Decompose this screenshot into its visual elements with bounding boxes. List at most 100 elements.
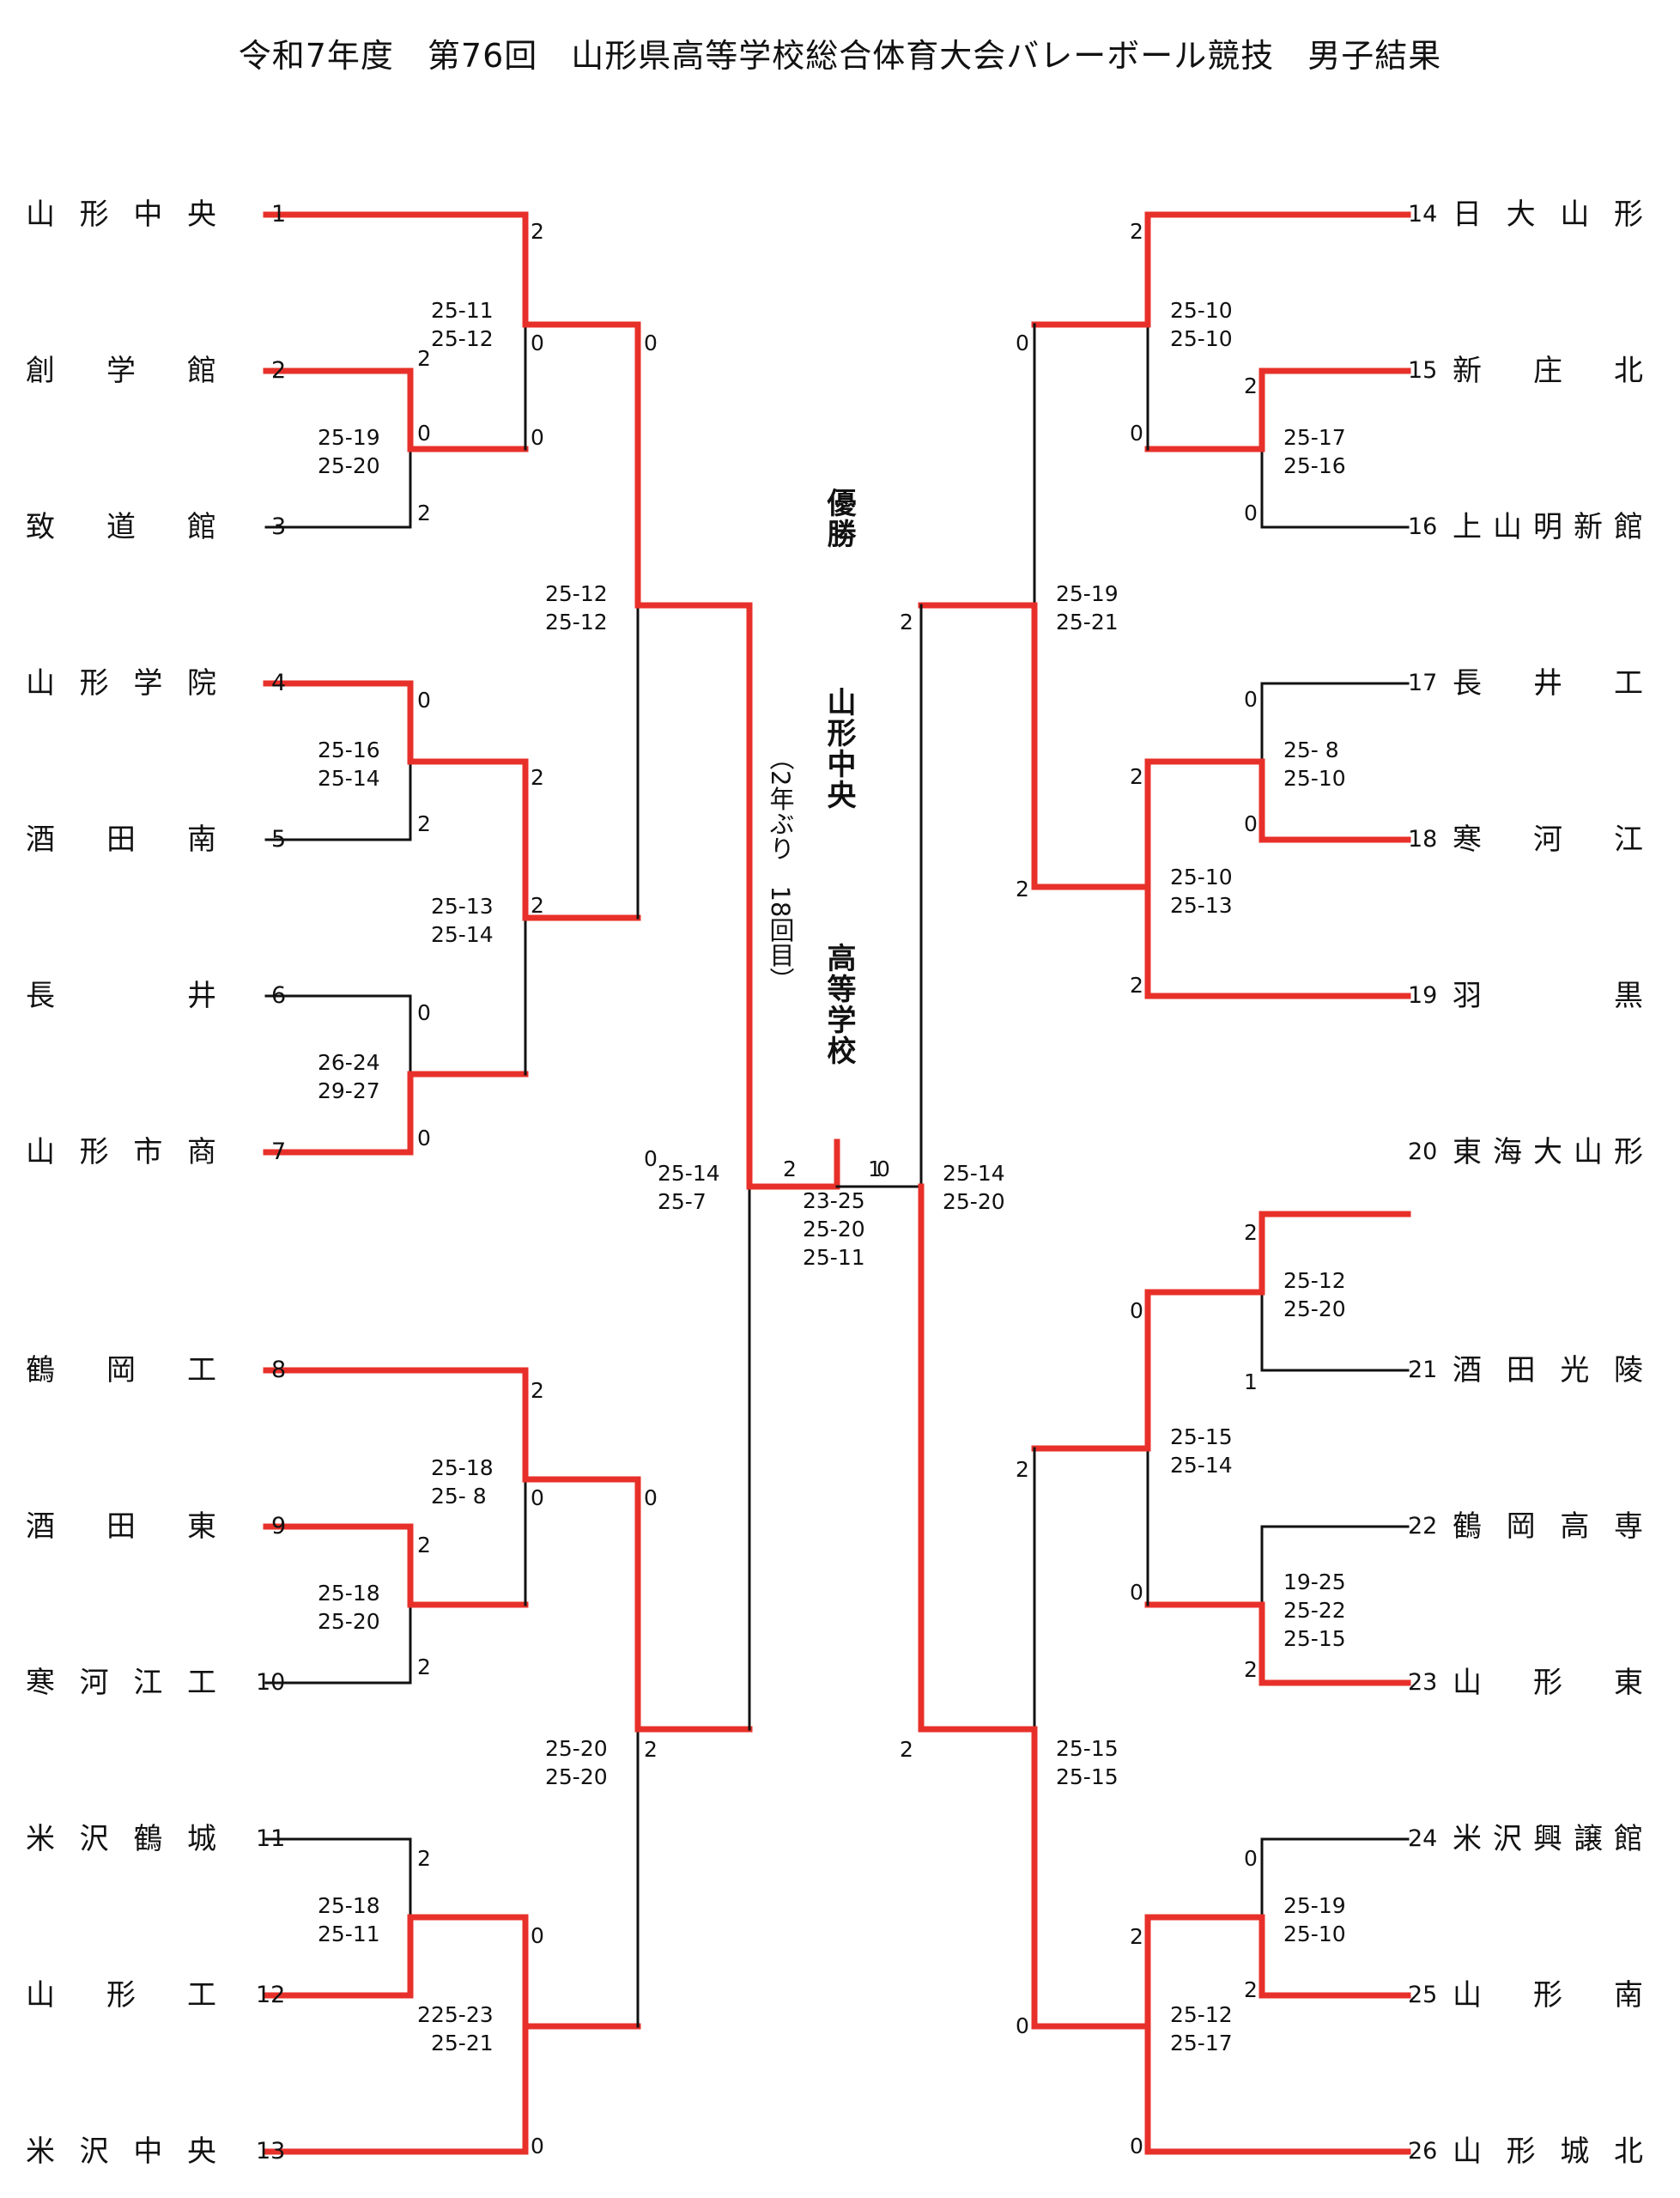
set-count: 2 xyxy=(531,893,544,918)
team-name: 酒田東 xyxy=(26,1509,216,1544)
team-name: 寒河江工 xyxy=(26,1666,216,1700)
team-number: 1 xyxy=(271,201,287,228)
set-count: 2 xyxy=(531,219,544,244)
champion-team: 山形中央 xyxy=(822,687,856,811)
set-count: 2 xyxy=(1130,219,1143,244)
team-name: 東海大山形 xyxy=(1453,1135,1643,1169)
game-score: 25-15 25-14 xyxy=(1170,1424,1233,1478)
team-name: 長井 xyxy=(26,979,216,1013)
set-count: 2 xyxy=(1244,1977,1258,2002)
set-count: 2 xyxy=(1130,973,1143,998)
team-number: 26 xyxy=(1408,2138,1438,2165)
team-name: 酒田光陵 xyxy=(1453,1353,1643,1387)
set-count: 2 xyxy=(1244,1657,1258,1682)
team-row: 山形中央 1 xyxy=(26,197,287,232)
team-name: 山形学院 xyxy=(26,666,216,701)
team-name: 寒河江 xyxy=(1453,823,1643,857)
set-count: 2 xyxy=(417,1846,431,1871)
set-count: 0 xyxy=(1130,421,1143,446)
set-count: 2 xyxy=(417,501,431,525)
set-count: 2 xyxy=(1244,373,1258,398)
team-name: 致道館 xyxy=(26,510,216,544)
team-row: 羽黒 19 xyxy=(1408,979,1665,1013)
game-score: 25-14 25-7 xyxy=(658,1161,720,1214)
team-name: 山形城北 xyxy=(1453,2134,1643,2169)
set-count: 1 xyxy=(1244,1369,1258,1394)
set-count: 0 xyxy=(644,1146,658,1171)
team-name: 山形東 xyxy=(1453,1666,1643,1700)
champion-note: （2年ぶり 18回目） xyxy=(766,745,795,993)
team-row: 上山明新館 16 xyxy=(1408,510,1665,544)
team-number: 22 xyxy=(1408,1513,1438,1539)
set-count: 2 xyxy=(644,1737,658,1762)
set-count: 2 xyxy=(417,1533,431,1557)
set-count: 0 xyxy=(1244,1846,1258,1871)
set-count: 0 xyxy=(644,1485,658,1510)
game-score: 25-11 25-12 xyxy=(431,298,494,351)
set-count: 0 xyxy=(1244,811,1258,836)
game-score: 25-14 25-20 xyxy=(943,1161,1005,1214)
set-count: 2 xyxy=(1130,1924,1143,1949)
team-name: 創学館 xyxy=(26,354,216,388)
team-name: 米沢鶴城 xyxy=(26,1822,216,1856)
set-count: 0 xyxy=(1130,1580,1143,1605)
game-score: 25-17 25-16 xyxy=(1283,425,1346,478)
set-count: 0 xyxy=(531,1923,544,1948)
game-score: 25-18 25- 8 xyxy=(431,1455,494,1509)
team-name: 山形市商 xyxy=(26,1135,216,1169)
team-number: 13 xyxy=(256,2138,286,2165)
set-count: 2 xyxy=(531,1378,544,1403)
set-count: 0 xyxy=(1016,331,1029,355)
game-score: 25-13 25-14 xyxy=(431,894,494,947)
set-count: 2 xyxy=(783,1157,797,1181)
game-score: 25-18 25-20 xyxy=(318,1581,380,1634)
team-number: 19 xyxy=(1408,982,1438,1009)
team-number: 14 xyxy=(1408,201,1438,228)
team-number: 3 xyxy=(271,513,287,540)
team-name: 上山明新館 xyxy=(1453,510,1643,544)
team-name: 長井工 xyxy=(1453,666,1643,701)
champion-school: 高等学校 xyxy=(822,943,856,1066)
set-count: 0 xyxy=(1016,2013,1029,2038)
set-count: 0 xyxy=(531,425,544,450)
set-count: 2 xyxy=(417,346,431,371)
game-score: 25-19 25-21 xyxy=(1056,581,1119,635)
game-score: 25-10 25-10 xyxy=(1170,298,1233,351)
team-name: 羽黒 xyxy=(1453,979,1643,1013)
game-score: 25- 8 25-10 xyxy=(1283,738,1346,791)
team-number: 16 xyxy=(1408,513,1438,540)
team-number: 12 xyxy=(256,1982,286,2008)
team-row: 致道館 3 xyxy=(26,510,287,544)
game-score: 25-12 25-20 xyxy=(1283,1268,1346,1321)
set-count: 2 xyxy=(1016,1457,1029,1482)
set-count: 0 xyxy=(417,688,431,713)
team-name: 鶴岡高専 xyxy=(1453,1509,1643,1544)
team-number: 25 xyxy=(1408,1982,1438,2008)
game-score: 25-18 25-11 xyxy=(318,1893,380,1946)
game-score: 25-15 25-15 xyxy=(1056,1736,1119,1789)
set-count: 2 xyxy=(417,811,431,836)
team-number: 6 xyxy=(271,982,287,1009)
team-name: 山形中央 xyxy=(26,197,216,232)
set-count: 0 xyxy=(1130,2134,1143,2159)
game-score: 25-20 25-20 xyxy=(545,1736,608,1789)
game-score: 23-25 25-20 25-11 xyxy=(803,1188,865,1270)
team-number: 8 xyxy=(271,1357,287,1383)
set-count: 0 xyxy=(531,2134,544,2159)
set-count: 2 xyxy=(1016,877,1029,902)
set-count: 0 xyxy=(531,331,544,355)
game-score: 25-12 25-17 xyxy=(1170,2002,1233,2055)
set-count: 2 xyxy=(1244,1220,1258,1245)
set-count: 0 xyxy=(417,421,431,446)
set-count: 0 xyxy=(417,1126,431,1151)
